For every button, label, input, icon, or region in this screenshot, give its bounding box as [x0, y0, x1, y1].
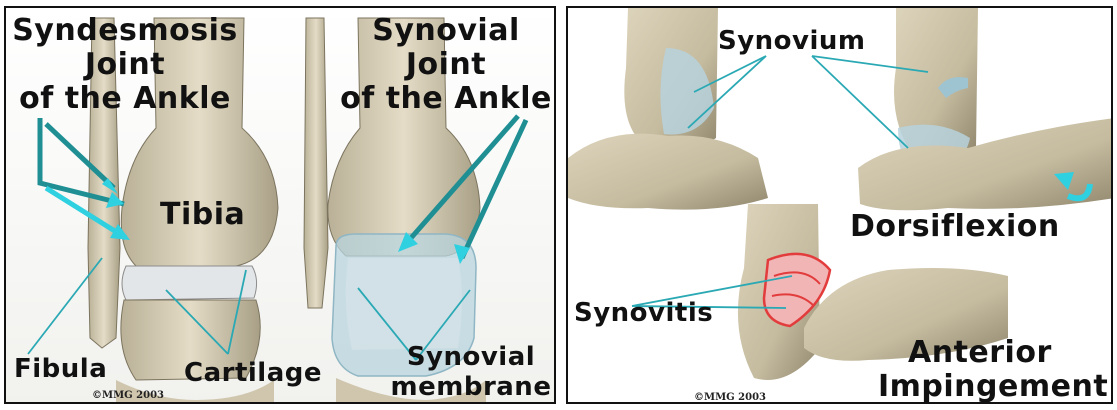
synovitis-label: Synovitis — [574, 300, 713, 326]
syndesmosis-title-line2: Joint — [10, 50, 240, 80]
synovial-title-line1: Synovial — [336, 16, 556, 46]
fibula-bone-right — [304, 18, 328, 308]
cartilage-left — [122, 266, 257, 300]
synovial-title-line2: Joint — [336, 50, 556, 80]
cartilage-label: Cartilage — [184, 360, 322, 386]
tibia-label: Tibia — [160, 200, 245, 230]
fibula-label: Fibula — [14, 356, 107, 382]
left-diagram-panel: Syndesmosis Joint of the Ankle Synovial … — [4, 6, 556, 404]
synovial-title-line3: of the Ankle — [336, 84, 556, 114]
synovial-membrane-label-line2: membrane — [386, 374, 556, 400]
right-diagram-panel: Synovium Dorsiflexion Synovitis Anterior… — [566, 6, 1113, 404]
syndesmosis-title-line3: of the Ankle — [10, 84, 240, 114]
copyright-right: ©MMG 2003 — [694, 392, 766, 403]
synovial-membrane-label-line1: Synovial — [386, 344, 556, 370]
syndesmosis-title-line1: Syndesmosis — [10, 16, 240, 46]
dorsiflexion-label: Dorsiflexion — [850, 212, 1060, 242]
copyright-left: ©MMG 2003 — [92, 390, 164, 401]
anterior-label: Anterior — [908, 338, 1052, 368]
impingement-label: Impingement — [878, 372, 1108, 402]
synovium-label: Synovium — [718, 28, 866, 54]
